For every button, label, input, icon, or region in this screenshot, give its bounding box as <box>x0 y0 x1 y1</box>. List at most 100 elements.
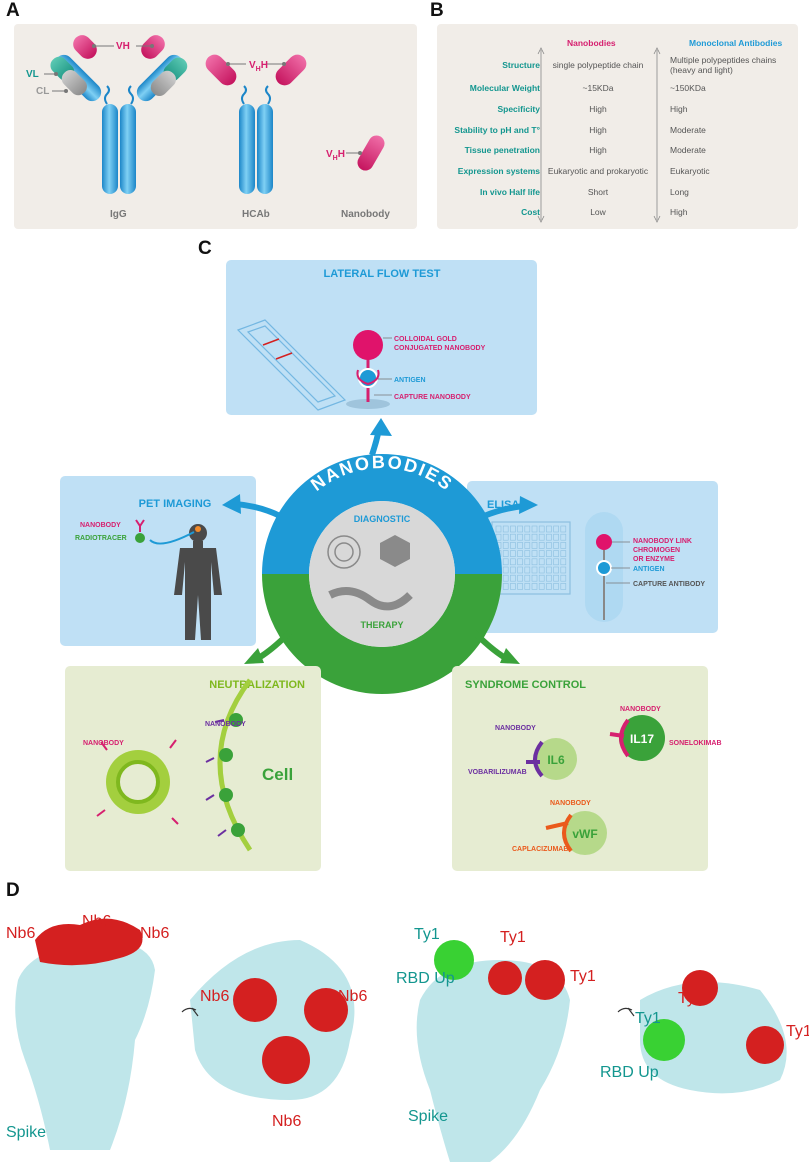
diagnostic-label: DIAGNOSTIC <box>354 514 411 524</box>
arrow-up <box>370 418 392 436</box>
ty1-label: Ty1 <box>786 1023 809 1040</box>
arrow-down-right <box>500 648 520 664</box>
elisa-well <box>538 566 545 574</box>
vh-label: VH <box>116 41 130 52</box>
center-disc <box>309 501 455 647</box>
elisa-well <box>560 566 567 574</box>
elisa-antigen-label: ANTIGEN <box>633 566 665 573</box>
elisa-well <box>502 550 509 557</box>
mab-cell: ~150KDa <box>670 83 706 93</box>
mab-cell: Eukaryotic <box>670 166 710 176</box>
nb6-label: Nb6 <box>6 925 36 942</box>
elisa-well <box>553 550 559 557</box>
panel-b-box <box>437 24 798 229</box>
elisa-well <box>531 550 538 557</box>
nb6-label: Nb6 <box>82 913 112 930</box>
elisa-well <box>531 542 538 549</box>
elisa-well <box>538 525 545 533</box>
elisa-well <box>560 550 567 557</box>
therapy-ring <box>262 574 502 694</box>
elisa-well <box>553 525 559 533</box>
il6-icon <box>535 738 577 780</box>
elisa-well <box>546 550 552 557</box>
spike-side-surface-nb6 <box>15 939 155 1150</box>
spike-nanobody-structures <box>15 918 787 1162</box>
elisa-well <box>560 542 567 549</box>
arrow-left <box>222 494 241 514</box>
nb-cell: single polypeptide chain <box>552 60 644 70</box>
cl-label: CL <box>36 86 49 97</box>
elisa-well <box>560 525 567 533</box>
nb-cell: Short <box>587 187 609 197</box>
pet-radiotracer-label: RADIOTRACER <box>75 535 127 542</box>
ty1-blob <box>488 961 522 995</box>
row-label: In vivo Half life <box>480 187 540 197</box>
lateral-flow-box <box>226 260 537 415</box>
il6-label: IL6 <box>547 753 565 767</box>
comparison-table: Nanobodies Monoclonal Antibodies Structu… <box>437 24 798 229</box>
nb6-blob <box>233 978 277 1022</box>
elisa-well <box>538 558 545 566</box>
elisa-well <box>502 574 509 582</box>
ty1-rbd-up-blob <box>434 940 474 980</box>
ty1-label: Ty1 <box>570 968 596 985</box>
elisa-well <box>502 533 509 541</box>
elisa-well <box>502 525 509 533</box>
hcab-caption: HCAb <box>242 209 270 220</box>
elisa-well <box>531 533 538 541</box>
syndrome-nanobody-label-3: NANOBODY <box>550 800 591 807</box>
igg-caption: IgG <box>110 209 127 220</box>
arrow-right <box>519 496 538 514</box>
elisa-well <box>524 583 531 590</box>
elisa-well <box>538 533 545 541</box>
rbd-up-label: RBD Up <box>600 1064 659 1081</box>
panel-letter-c: C <box>198 238 212 259</box>
spike-top-surface-ty1 <box>640 982 787 1094</box>
elisa-well <box>510 574 516 582</box>
elisa-well <box>560 574 567 582</box>
diagnostic-ring <box>262 454 502 574</box>
spike-label: Spike <box>408 1108 449 1125</box>
caplacizumab-label: CAPLACIZUMAB <box>512 846 568 853</box>
nb6-label: Nb6 <box>272 1113 302 1130</box>
therapy-label: THERAPY <box>360 620 403 630</box>
rotate-arrow-icon <box>181 1007 199 1017</box>
nanobody-caption: Nanobody <box>341 209 390 220</box>
panel-letter-d: D <box>6 880 20 901</box>
elisa-well <box>553 574 559 582</box>
ty1-label: Ty1 <box>500 929 526 946</box>
lf-antigen-label: ANTIGEN <box>394 377 426 384</box>
elisa-well <box>560 558 567 566</box>
neut-nanobody-label-2: NANOBODY <box>205 721 246 728</box>
il17-icon <box>619 715 665 761</box>
sonelokimab-label: SONELOKIMAB <box>669 740 722 747</box>
elisa-well <box>524 533 531 541</box>
elisa-well <box>517 566 523 574</box>
ty1-label: Ty1 <box>414 926 440 943</box>
mab-cell: Multiple polypeptides chains (heavy and … <box>670 55 777 75</box>
elisa-capture-label: CAPTURE ANTIBODY <box>633 581 705 588</box>
hcab-structure <box>205 54 307 194</box>
syndrome-nanobody-label-1: NANOBODY <box>620 706 661 713</box>
elisa-well <box>531 525 538 533</box>
neutralization-title: NEUTRALIZATION <box>209 679 305 691</box>
ty1-rbd-up-blob <box>643 1019 685 1061</box>
colloidal-gold-icon <box>353 330 383 360</box>
elisa-well <box>517 542 523 549</box>
virus-particle-icon <box>106 750 170 814</box>
elisa-well <box>553 542 559 549</box>
elisa-well <box>538 542 545 549</box>
nb-cell: Eukaryotic and prokaryotic <box>547 166 649 176</box>
elisa-link-3: OR ENZYME <box>633 556 675 563</box>
mab-cell: Moderate <box>670 125 706 135</box>
elisa-well <box>531 558 538 566</box>
pet-nanobody-label: NANOBODY <box>80 522 121 529</box>
rotate-arrow-icon <box>617 1007 635 1017</box>
elisa-well <box>546 583 552 590</box>
nanobody-vhh-label: VHH <box>326 149 345 162</box>
elisa-well <box>560 533 567 541</box>
lf-capture-label: CAPTURE NANOBODY <box>394 394 471 401</box>
